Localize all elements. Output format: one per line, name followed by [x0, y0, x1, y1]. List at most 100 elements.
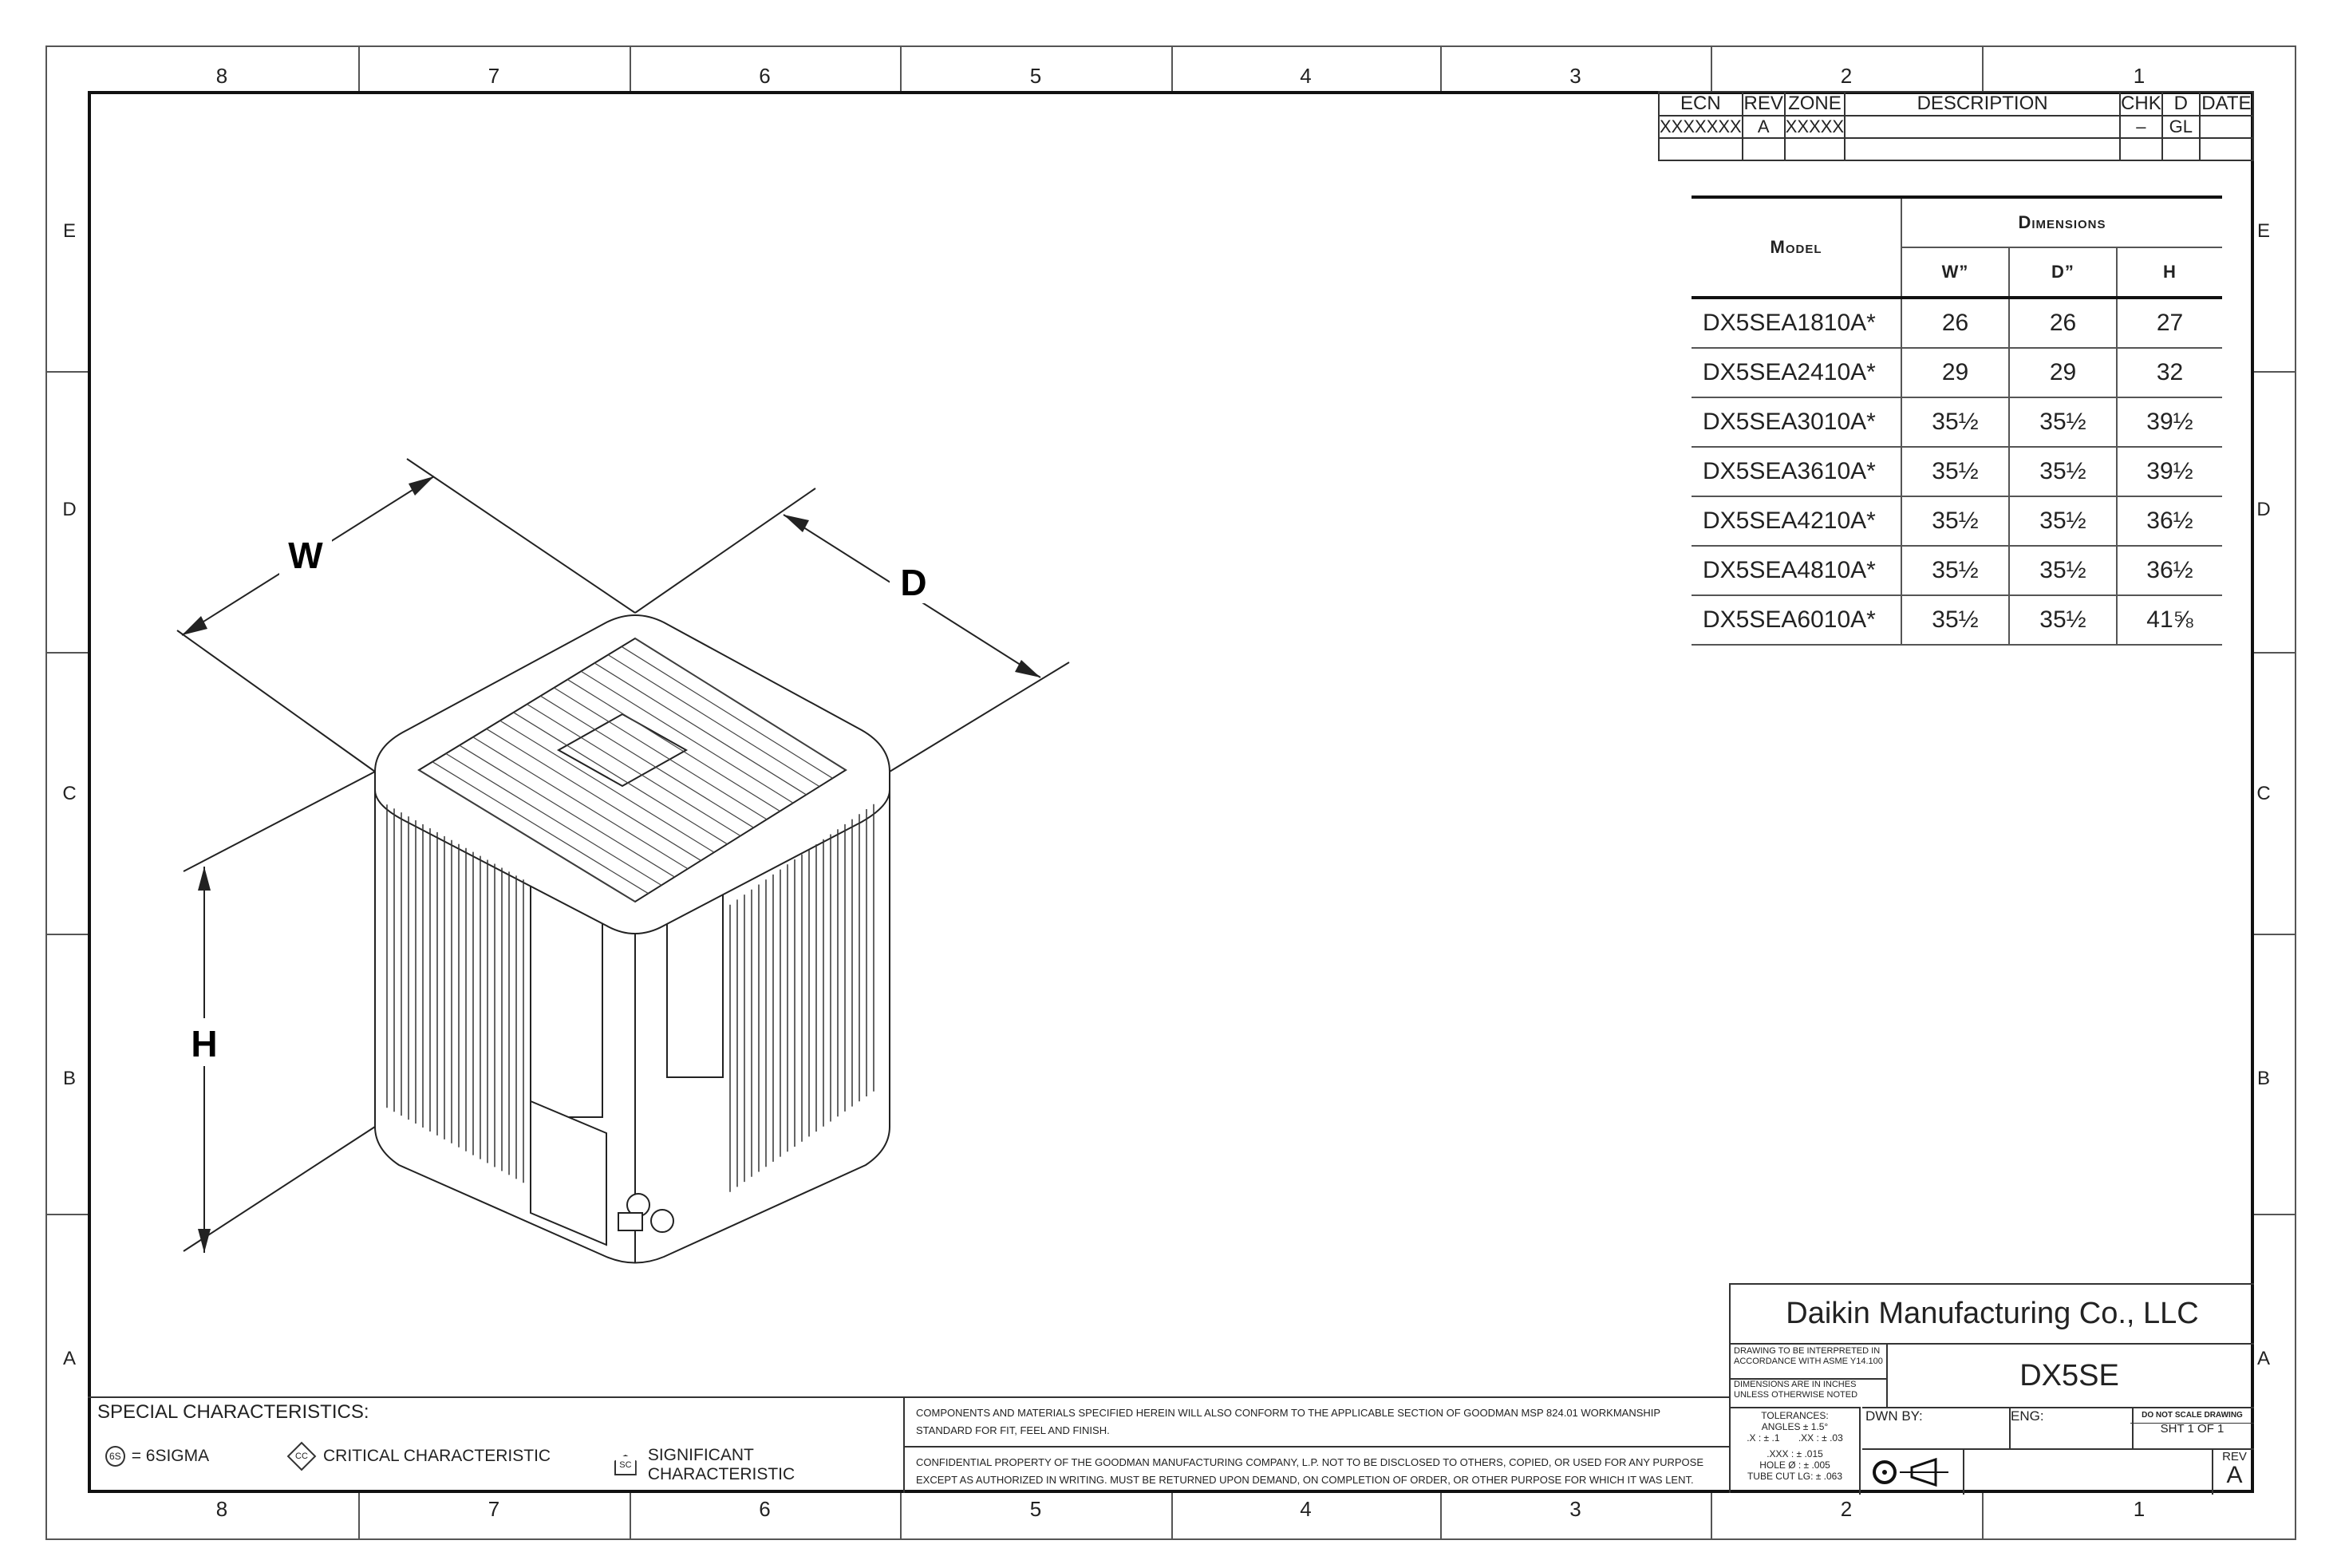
legend-significant: SC SIGNIFICANT CHARACTERISTIC: [614, 1446, 903, 1484]
drawn-by-field: DWN BY:: [1862, 1407, 2011, 1450]
width-cell: 29: [1901, 348, 2009, 398]
height-cell: 36½: [2116, 546, 2222, 596]
zone-divider: [358, 1493, 360, 1540]
model-cell: DX5SEA1810A*: [1692, 298, 1901, 349]
rev-cell: [1844, 115, 2122, 139]
rev-cell: [1741, 137, 1786, 161]
grille-wire: [594, 662, 807, 796]
tolerance-line: TOLERANCES:: [1761, 1410, 1829, 1421]
height-cell: 39½: [2116, 397, 2222, 448]
zone-divider: [2254, 652, 2296, 654]
zone-divider: [1711, 45, 1712, 91]
sheet-number: SHT 1 OF 1: [2160, 1422, 2224, 1436]
access-panel: [530, 1100, 607, 1246]
rev-col-description: DESCRIPTION: [1844, 91, 2122, 117]
width-extension-right: [406, 458, 636, 614]
arrow-icon: [198, 1229, 211, 1253]
grille-wire: [445, 752, 662, 886]
zone-column-label: 6: [759, 1497, 771, 1521]
depth-cell: 26: [2008, 298, 2117, 349]
tolerance-line: TUBE CUT LG: ± .063: [1747, 1471, 1843, 1482]
zone-column-label: 3: [1569, 64, 1581, 88]
coil-louvers: [386, 804, 874, 1192]
zone-column-label: 1: [2133, 1497, 2146, 1521]
zone-column-label: 7: [488, 64, 500, 88]
significant-characteristic-icon: SC: [614, 1455, 637, 1475]
zone-row-label: B: [2256, 1068, 2270, 1089]
zone-column-label: 6: [759, 64, 771, 88]
grille-wire: [432, 761, 649, 895]
tolerance-line: .XXX : ± .015: [1767, 1448, 1823, 1459]
rev-label: REV: [2222, 1450, 2247, 1463]
grille-wire: [527, 703, 741, 837]
title-block: Daikin Manufacturing Co., LLC DRAWING TO…: [1729, 1283, 2254, 1495]
valve-icon: [650, 1209, 674, 1233]
revision-row: [1658, 137, 2255, 161]
interpretation-note: DRAWING TO BE INTERPRETED IN ACCORDANCE …: [1731, 1345, 1888, 1380]
rev-col-d: D: [2161, 91, 2201, 117]
outer-border: [45, 45, 2296, 1540]
engineer-field: ENG:: [2007, 1407, 2134, 1450]
rev-value: A: [2226, 1462, 2243, 1488]
zone-divider: [2254, 371, 2296, 373]
zone-column-label: 5: [1029, 64, 1042, 88]
model-header: Model: [1692, 197, 1901, 299]
legend-label: CRITICAL CHARACTERISTIC: [323, 1447, 551, 1465]
critical-characteristic-diamond-icon: CC: [286, 1441, 317, 1471]
rev-cell: [2198, 115, 2255, 139]
depth-cell: 29: [2008, 348, 2117, 398]
height-extension-top: [183, 771, 376, 872]
grille-wire: [621, 646, 833, 779]
third-angle-projection-icon: [1862, 1450, 1964, 1495]
rev-col-chk: CHK: [2119, 91, 2163, 117]
fan-grille: [418, 638, 847, 902]
height-cell: 27: [2116, 298, 2222, 349]
depth-cell: 35½: [2008, 546, 2117, 596]
rev-cell: [1783, 137, 1846, 161]
zone-row-label: B: [62, 1068, 76, 1089]
rev-col-rev: REV: [1741, 91, 1786, 117]
special-characteristics-title: SPECIAL CHARACTERISTICS:: [97, 1401, 369, 1423]
units-note: DIMENSIONS ARE IN INCHES UNLESS OTHERWIS…: [1731, 1378, 1888, 1408]
depth-header: D”: [2008, 247, 2117, 299]
zone-column-label: 5: [1029, 1497, 1042, 1521]
condenser-unit-drawing: W D H: [176, 458, 1070, 1264]
zone-row-label: A: [62, 1348, 76, 1369]
zone-divider: [1440, 45, 1442, 91]
rev-cell: [2198, 137, 2255, 161]
width-cell: 35½: [1901, 546, 2009, 596]
width-cell: 35½: [1901, 397, 2009, 448]
rev-cell: GL: [2161, 115, 2201, 139]
rev-cell: XXXXX: [1783, 115, 1846, 139]
unit-cabinet: [374, 777, 890, 1264]
arrow-icon: [784, 515, 809, 532]
zone-column-label: 1: [2133, 64, 2146, 88]
fan-motor-cap: [556, 713, 689, 788]
confidential-note: CONFIDENTIAL PROPERTY OF THE GOODMAN MAN…: [916, 1456, 1703, 1486]
model-cell: DX5SEA3610A*: [1692, 447, 1901, 497]
valve-body: [618, 1212, 643, 1231]
rev-cell: XXXXXXX: [1658, 115, 1743, 139]
drawing-title: DX5SE: [2019, 1358, 2119, 1392]
zone-column-label: 8: [215, 1497, 228, 1521]
unit-body: [374, 614, 890, 1264]
depth-cell: 35½: [2008, 595, 2117, 646]
width-header: W”: [1901, 247, 2009, 299]
grille-wire: [418, 769, 636, 902]
zone-row-label: D: [2256, 499, 2271, 520]
zone-divider: [630, 1493, 631, 1540]
dimension-arrows: [182, 476, 1040, 1253]
depth-cell: 35½: [2008, 447, 2117, 497]
zone-row-label: A: [2256, 1348, 2270, 1369]
arrow-icon: [182, 616, 207, 635]
rev-cell: A: [1741, 115, 1786, 139]
model-cell: DX5SEA4810A*: [1692, 546, 1901, 596]
zone-column-label: 8: [215, 64, 228, 88]
zone-divider: [2254, 934, 2296, 935]
zone-divider: [45, 934, 88, 935]
rev-col-ecn: ECN: [1658, 91, 1743, 117]
